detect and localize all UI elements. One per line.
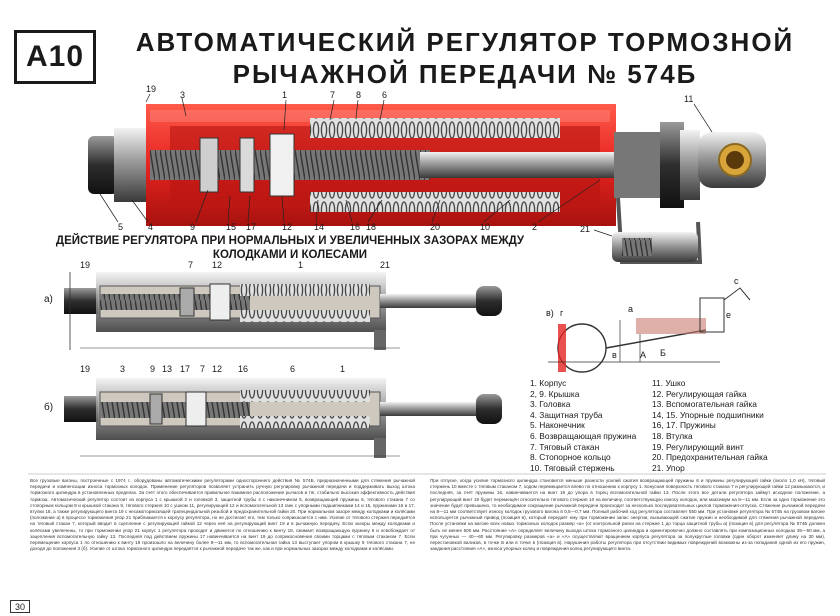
callout: 15 [226, 222, 236, 232]
title-line-1: АВТОМАТИЧЕСКИЙ РЕГУЛЯТОР ТОРМОЗНОЙ [135, 27, 795, 57]
view-b-drawing: б) 19 3 9 13 17 7 12 16 6 1 [44, 364, 502, 458]
legend-column-left: 1. Корпус 2, 9. Крышка 3. Головка 4. Защ… [530, 378, 670, 473]
callout: 9 [150, 364, 155, 374]
title-line-2: РЫЧАЖНОЙ ПЕРЕДАЧИ № 574Б [232, 59, 698, 89]
protective-tube [114, 128, 150, 202]
poster-title: АВТОМАТИЧЕСКИЙ РЕГУЛЯТОР ТОРМОЗНОЙ РЫЧАЖ… [100, 26, 830, 90]
regulator-scheme [636, 318, 706, 334]
legend-item: 5. Наконечник [530, 420, 585, 431]
callout: 1 [282, 90, 287, 100]
return-spring-top [310, 118, 560, 138]
callout: 18 [366, 222, 376, 232]
subtitle-line-1: ДЕЙСТВИЕ РЕГУЛЯТОРА ПРИ НОРМАЛЬНЫХ И УВЕ… [55, 235, 525, 247]
callout: 7 [330, 90, 335, 100]
callout: 21 [580, 224, 590, 234]
legend-item: 11. Ушко [652, 378, 686, 388]
scheme-label: е [726, 310, 731, 320]
legend-item: 6. Возвращающая пружина [530, 430, 637, 441]
scheme-label: г [560, 308, 564, 318]
callout: 12 [212, 364, 222, 374]
legend-item: 1. Корпус [530, 378, 567, 388]
scheme-label: в) [546, 308, 554, 318]
callout: 17 [246, 222, 256, 232]
main-callouts-top: 19 3 1 7 8 6 11 [145, 84, 713, 133]
description-right: При отпуске, когда усилие тормозного цил… [430, 478, 825, 552]
callout: 1 [298, 260, 303, 270]
callout: 19 [80, 260, 90, 270]
scheme-label: в [612, 350, 617, 360]
legend-column-right: 11. Ушко 12. Регулирующая гайка 13. Вспо… [652, 378, 792, 473]
callout: 5 [118, 222, 123, 232]
legend-item: 16, 17. Пружины [652, 420, 716, 431]
legend-item: 8. Стопорное кольцо [530, 452, 611, 463]
subtitle-line-2: КОЛОДКАМИ И КОЛЕСАМИ [212, 249, 368, 261]
legend-item: 18. Втулка [652, 430, 693, 441]
legend-item: 7. Тяговый стакан [530, 441, 600, 452]
callout: 9 [190, 222, 195, 232]
callout: 11 [684, 94, 693, 104]
legend-item: 19. Регулирующий винт [652, 441, 744, 452]
legend-item: 20. Предохранительная гайка [652, 452, 768, 463]
callout: 16 [238, 364, 248, 374]
main-callouts-bottom: 5 4 9 15 17 12 14 16 18 20 10 2 21 [99, 179, 613, 237]
callout: 12 [212, 260, 222, 270]
description-left: Все грузовые вагоны, построенные с 1974 … [30, 478, 415, 552]
draw-rod [420, 152, 630, 178]
legend-item: 13. Вспомогательная гайка [652, 399, 757, 410]
callout: 1 [340, 364, 345, 374]
callout: 19 [146, 84, 156, 94]
section-subtitle: ДЕЙСТВИЕ РЕГУЛЯТОРА ПРИ НОРМАЛЬНЫХ И УВЕ… [40, 234, 540, 262]
callout: 6 [290, 364, 295, 374]
view-a-label: а) [44, 294, 53, 305]
legend-item: 10. Тяговый стержень [530, 462, 615, 473]
tip-part [88, 136, 118, 194]
callout: 16 [350, 222, 360, 232]
poster-code: А10 [14, 30, 96, 84]
callout: 19 [80, 364, 90, 374]
view-a-drawing: а) 19 7 12 1 21 [44, 260, 502, 350]
scheme-label: А [640, 350, 646, 360]
callout: 14 [314, 222, 324, 232]
callout: 6 [382, 90, 387, 100]
legend-item: 4. Защитная труба [530, 409, 603, 420]
legend-item: 12. Регулирующая гайка [652, 388, 747, 399]
callout: 7 [188, 260, 193, 270]
return-spring-bottom [310, 192, 560, 212]
scheme-label: а [628, 304, 633, 314]
page-number: 30 [10, 600, 30, 613]
callout: 17 [180, 364, 190, 374]
callout: 10 [480, 222, 490, 232]
callout: 2 [532, 222, 537, 232]
legend-item: 3. Головка [530, 399, 571, 410]
callout: 4 [148, 222, 153, 232]
callout: 12 [282, 222, 292, 232]
brake-scheme: в) с а в Б г е А [546, 276, 751, 373]
callout: 21 [380, 260, 390, 270]
callout: 3 [120, 364, 125, 374]
legend-item: 14, 15. Упорные подшипники [652, 409, 764, 420]
legend-item: 2, 9. Крышка [530, 388, 580, 399]
callout: 7 [200, 364, 205, 374]
main-cutaway [88, 104, 766, 264]
scheme-label: Б [660, 348, 666, 358]
legend-item: 21. Упор [652, 462, 685, 473]
callout: 8 [356, 90, 361, 100]
callout: 20 [430, 222, 440, 232]
scheme-label: с [734, 276, 739, 286]
callout: 13 [162, 364, 172, 374]
view-b-label: б) [44, 401, 53, 413]
callout: 3 [180, 90, 185, 100]
